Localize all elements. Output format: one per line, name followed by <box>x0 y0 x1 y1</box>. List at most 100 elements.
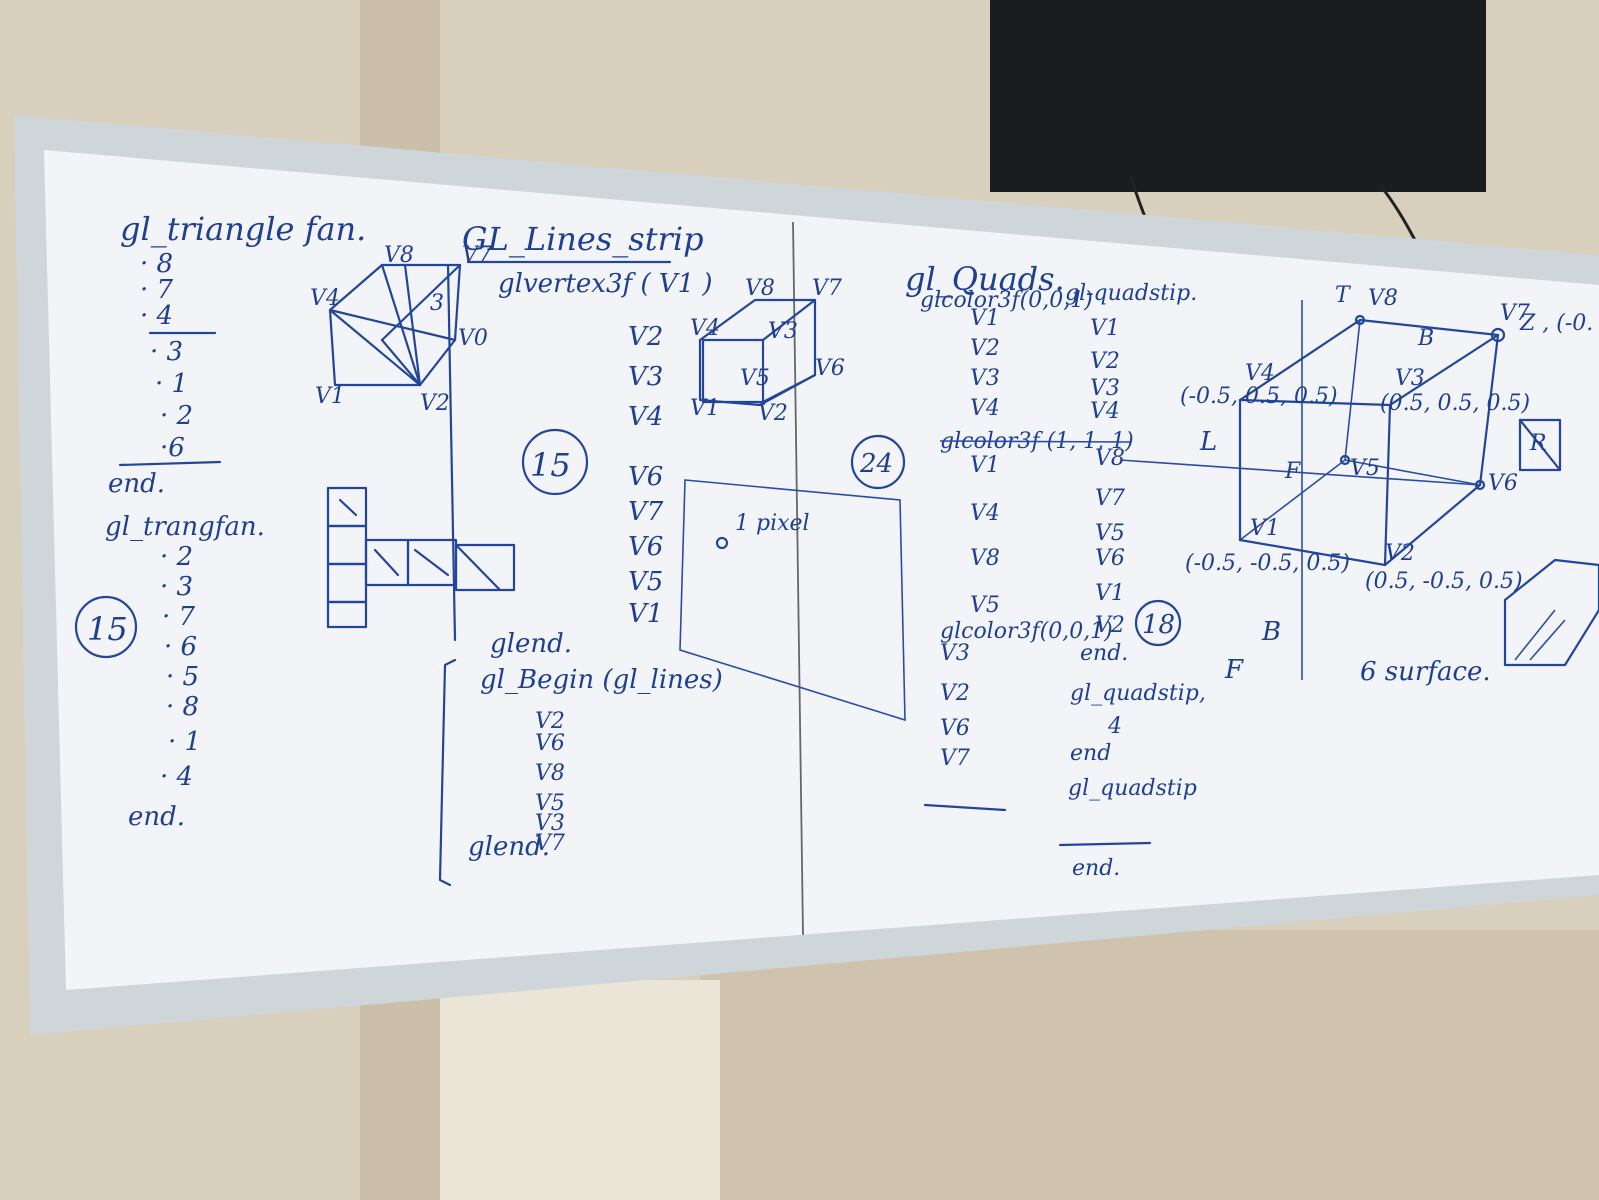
bigcube-label: V4 <box>1245 361 1275 386</box>
fan-label: V0 <box>458 326 488 351</box>
bigcube-label: V7 <box>1500 301 1530 326</box>
fan2-end: end. <box>128 802 185 832</box>
quad-end: end. <box>1080 641 1128 666</box>
quad-item: V2 <box>940 681 970 706</box>
lines-item: V7 <box>535 831 565 856</box>
bigcube-label: V3 <box>1395 366 1425 391</box>
board-surface <box>44 150 1599 990</box>
begin-call: gl_Begin (gl_lines) <box>480 665 723 695</box>
strip-item: V5 <box>628 567 663 597</box>
pixel-dot <box>715 536 729 550</box>
lines-item: V2 <box>535 709 565 734</box>
fan-label: V2 <box>420 391 450 416</box>
fan2-item: · 3 <box>160 572 193 602</box>
big-cube-diagram <box>1119 314 1599 667</box>
quad-item: V1 <box>970 453 1000 478</box>
bigcube-label: V2 <box>1385 541 1415 566</box>
fan-item: · 2 <box>160 401 193 431</box>
lines-item: V6 <box>535 731 565 756</box>
quads-title: gl_Quads. <box>905 260 1065 298</box>
face-letter: L <box>1199 427 1217 457</box>
fan-label: V1 <box>315 384 345 409</box>
quad-end-2: end <box>1070 741 1111 766</box>
fan2-item: · 1 <box>168 727 201 757</box>
coord-label: (0.5, -0.5, 0.5) <box>1365 569 1523 594</box>
quad-item: V4 <box>970 501 1000 526</box>
lines-end: glend. <box>468 832 550 862</box>
fan2-title: gl_trangfan. <box>105 512 265 542</box>
quad-item: V1 <box>970 306 1000 331</box>
quadstrip-3: gl_quadstip <box>1068 776 1197 801</box>
quad-item: V3 <box>940 641 970 666</box>
bigcube-label: V8 <box>1368 286 1398 311</box>
lines-item: V3 <box>535 811 565 836</box>
bigcube-label: V1 <box>1250 516 1280 541</box>
coord-label: (-0.5, 0.5, 0.5) <box>1180 384 1338 409</box>
fan-label: V7 <box>462 243 492 268</box>
quads-circle-b: 18 <box>1142 610 1175 640</box>
strip-item: V2 <box>628 322 663 352</box>
circle-mark <box>850 434 906 490</box>
pixel-note: 1 pixel <box>735 511 810 536</box>
quadstrip-title: gl-quadstip. <box>1065 281 1197 306</box>
fan-label: V8 <box>384 243 414 268</box>
strip-item: V6 <box>628 462 663 492</box>
strip-item: V6 <box>628 532 663 562</box>
quad-item: V8 <box>1095 446 1125 471</box>
strip-circle-label: 15 <box>530 446 571 484</box>
quad-rule-2 <box>1058 841 1152 847</box>
fan-rule-2 <box>118 460 222 467</box>
face-letter: R <box>1529 431 1547 456</box>
coord-label: (-0.5, -0.5, 0.5) <box>1185 551 1350 576</box>
strip-end: glend. <box>490 629 572 659</box>
lines-item: V8 <box>535 761 565 786</box>
strip-item: V4 <box>628 402 663 432</box>
quadstrip-2: gl_quadstip, <box>1070 681 1206 706</box>
pixel-sheet <box>679 479 906 722</box>
face-letter: F <box>1224 655 1244 685</box>
quad-item: V6 <box>940 716 970 741</box>
fan-item: · 1 <box>155 369 188 399</box>
fan2-item: · 7 <box>162 602 196 632</box>
fan-item: · 4 <box>140 301 173 331</box>
cube-label: V7 <box>812 276 842 301</box>
face-letter: B <box>1417 326 1434 351</box>
cube-label: V6 <box>815 356 845 381</box>
circle-label: 15 <box>87 610 128 648</box>
bigcube-label: V6 <box>1488 471 1518 496</box>
fan-item: ·6 <box>160 433 185 463</box>
bigcube-label: V5 <box>1350 456 1380 481</box>
cube-label: V5 <box>740 366 770 391</box>
cube-label: V3 <box>768 319 798 344</box>
vertex-call: glvertex3f ( V1 ) <box>498 269 713 299</box>
strip-cube-diagram <box>698 298 817 407</box>
circle-mark <box>521 428 589 496</box>
cube-net-diagram <box>326 486 516 629</box>
quad-item: V5 <box>1095 521 1125 546</box>
color-call: glcolor3f(0,0,1) <box>920 288 1093 313</box>
axis-label: Z , (-0. <box>1519 311 1593 336</box>
fan-item: · 3 <box>150 337 183 367</box>
fan-square-diagram <box>328 263 462 387</box>
divider-ink <box>446 263 457 642</box>
fan2-item: · 5 <box>166 662 199 692</box>
fan-label: V4 <box>310 286 340 311</box>
quad-rule <box>923 803 1007 812</box>
quad-four: 4 <box>1107 714 1122 739</box>
fan2-item: · 4 <box>160 762 193 792</box>
wall-lower <box>700 930 1599 1200</box>
cube-label: V8 <box>745 276 775 301</box>
quad-item: V7 <box>940 746 970 771</box>
quad-item: V3 <box>1090 376 1120 401</box>
quad-item: V3 <box>970 366 1000 391</box>
fan-end: end. <box>108 469 165 499</box>
fan-title: gl_triangle fan. <box>120 210 366 248</box>
strike <box>939 440 1131 443</box>
fan2-item: · 8 <box>166 692 199 722</box>
fan-item: · 7 <box>140 275 174 305</box>
bracket <box>438 658 457 887</box>
cube-label: V4 <box>690 316 720 341</box>
quad-item: V8 <box>970 546 1000 571</box>
quad-item: V1 <box>1090 316 1120 341</box>
